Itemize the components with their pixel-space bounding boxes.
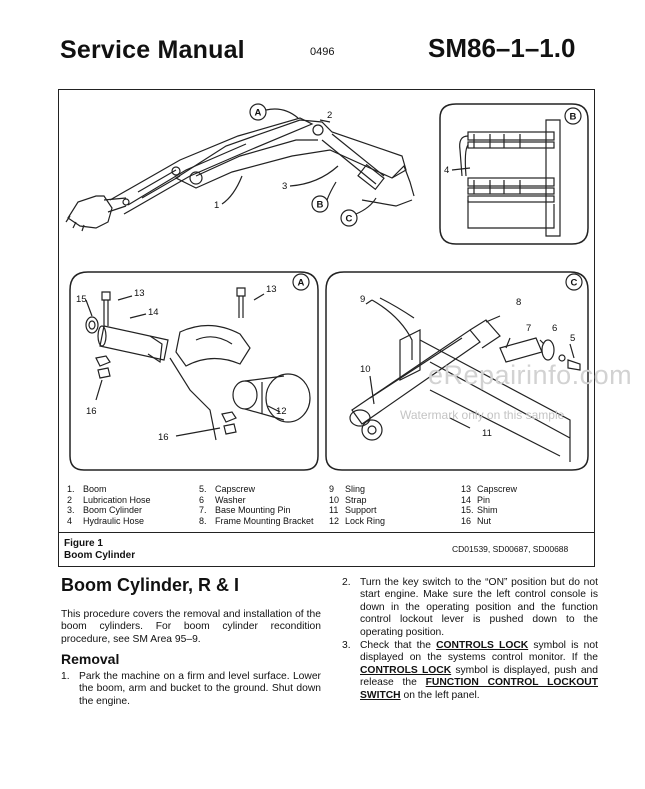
callout-b-inset: B <box>570 112 577 123</box>
callout-16a: 16 <box>86 406 97 417</box>
figure-frame <box>58 89 595 567</box>
function-control-lockout-switch-keyword: FUNCTION CONTROL LOCKOUT SWITCH <box>360 677 599 701</box>
callout-12: 12 <box>276 406 287 417</box>
figure-title: Boom Cylinder <box>64 550 136 561</box>
controls-lock-keyword: CONTROLS LOCK <box>436 640 529 651</box>
legend-item: 3.Boom Cylinder <box>67 505 143 515</box>
callout-5: 5 <box>570 333 575 344</box>
callout-1: 1 <box>214 200 219 211</box>
figure-label: Figure 1 <box>64 538 103 549</box>
callout-b: B <box>317 200 324 211</box>
callout-15: 15 <box>76 294 87 305</box>
legend-item: 5.Capscrew <box>199 484 256 494</box>
figure-caption: Figure 1 Boom Cylinder <box>64 538 135 562</box>
legend-item: 1.Boom <box>67 484 107 494</box>
callout-c-detail: C <box>571 278 578 289</box>
step-text: Park the machine on a firm and level sur… <box>79 671 321 707</box>
callout-2: 2 <box>327 110 332 121</box>
figure-refs: CD01539, SD00687, SD00688 <box>452 544 569 554</box>
callout-a-detail: A <box>298 278 305 289</box>
step-number: 3. <box>342 640 351 651</box>
legend-item: 8.Frame Mounting Bracket <box>199 515 314 526</box>
callout-4: 4 <box>444 165 449 176</box>
step-text: Check that the CONTROLS LOCK symbol is n… <box>360 640 599 701</box>
step-text: Turn the key switch to the “ON” position… <box>360 577 598 638</box>
intro-paragraph: This procedure covers the removal and in… <box>61 609 321 645</box>
legend-item: 15.Shim <box>461 505 498 515</box>
figure-caption-divider <box>59 532 594 533</box>
callout-a: A <box>255 108 262 119</box>
callout-13a: 13 <box>134 288 145 299</box>
controls-lock-keyword: CONTROLS LOCK <box>360 664 452 676</box>
section-title: Boom Cylinder, R & I <box>61 575 240 595</box>
callout-14: 14 <box>148 307 159 318</box>
callout-7: 7 <box>526 323 531 334</box>
step-number: 2. <box>342 577 351 588</box>
callout-8: 8 <box>516 297 521 308</box>
watermark-sub: Watermark only on this sample <box>400 408 565 422</box>
watermark-main: eRepairinfo.com <box>428 360 633 390</box>
figure-illustration: A B B C A C 2 3 1 4 13 13 15 14 16 12 16… <box>65 103 589 471</box>
callout-16b: 16 <box>158 432 169 443</box>
callout-6: 6 <box>552 323 557 334</box>
detail-c-drawing <box>325 271 589 471</box>
detail-a-drawing <box>69 271 319 471</box>
sm-number: SM86–1–1.0 <box>428 33 576 63</box>
callout-9: 9 <box>360 294 365 305</box>
callout-11: 11 <box>482 428 492 439</box>
callout-3: 3 <box>282 181 287 192</box>
callout-10: 10 <box>360 364 371 375</box>
excavator-overview-drawing <box>65 103 415 232</box>
step-number: 1. <box>61 671 70 682</box>
header-code: 0496 <box>310 46 335 58</box>
header-title: Service Manual <box>60 36 245 64</box>
callout-c: C <box>346 214 353 225</box>
callout-13b: 13 <box>266 284 277 295</box>
detail-b-drawing <box>439 103 589 245</box>
legend-item: 7.Base Mounting Pin <box>199 505 291 515</box>
removal-heading: Removal <box>61 651 120 667</box>
